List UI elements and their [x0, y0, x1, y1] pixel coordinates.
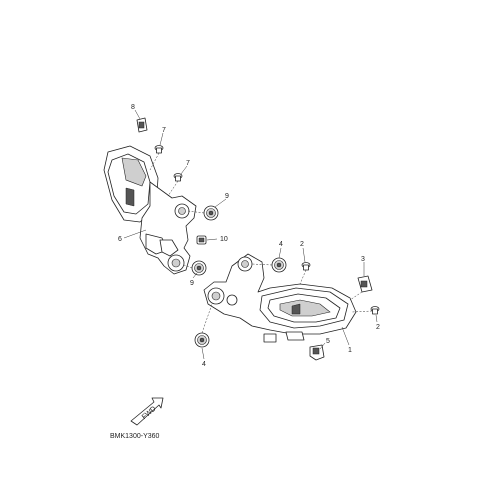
screw-2-upper [301, 262, 311, 271]
clip-nut-3 [357, 275, 373, 293]
callout-2-right: 2 [376, 324, 380, 331]
callout-1: 1 [348, 347, 352, 354]
grommet-4-upper [271, 257, 287, 273]
right-footrest-bracket [203, 253, 357, 343]
callout-7-lower: 7 [186, 160, 190, 167]
clip-5 [309, 344, 325, 361]
grommet-4-lower [194, 332, 210, 348]
left-footrest-bracket [103, 145, 197, 275]
collar-10 [196, 235, 207, 245]
callout-labels: 8 7 7 9 6 10 9 4 2 3 2 5 1 4 [118, 104, 380, 368]
diagram-code: BMK1300-Y360 [110, 433, 160, 440]
screw-7-lower [173, 173, 183, 182]
callout-5: 5 [326, 338, 330, 345]
leader-lines [123, 109, 378, 360]
grommet-9-lower [191, 260, 207, 276]
callout-10: 10 [220, 236, 228, 243]
callout-8: 8 [131, 104, 135, 111]
screw-7-upper [154, 145, 164, 154]
callout-9-lower: 9 [190, 280, 194, 287]
front-direction-arrow: FWD [130, 397, 164, 426]
grommet-9-upper [203, 205, 219, 221]
screw-2-right [370, 306, 380, 315]
callout-3: 3 [361, 256, 365, 263]
clip-nut-8 [136, 117, 148, 133]
callout-4-upper: 4 [279, 241, 283, 248]
callout-4-lower: 4 [202, 361, 206, 368]
callout-2-upper: 2 [300, 241, 304, 248]
callout-6: 6 [118, 236, 122, 243]
callout-9-upper: 9 [225, 193, 229, 200]
callout-7-upper: 7 [162, 127, 166, 134]
